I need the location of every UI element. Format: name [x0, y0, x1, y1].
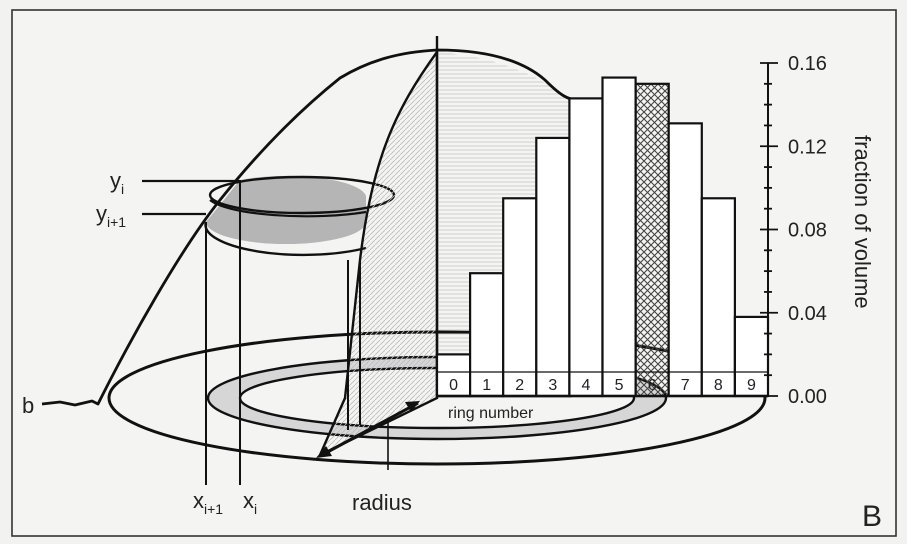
shell-band-shading [206, 175, 366, 244]
bar-ring-9 [733, 315, 770, 398]
y-tick-label: 0.16 [788, 53, 827, 75]
ring-tick-label-1: 1 [482, 377, 491, 394]
y-tick-group: 0.00 0.04 0.08 0.12 0.16 [760, 53, 827, 408]
xi1-label: xi+1 [193, 488, 223, 517]
ring-tick-label-5: 5 [615, 377, 624, 394]
y-tick-label: 0.08 [788, 220, 827, 242]
y-tick-label: 0.12 [788, 136, 827, 158]
ring-tick-label-3: 3 [548, 377, 557, 394]
bar-ring-3 [535, 136, 571, 398]
yi1-label: yi+1 [96, 201, 126, 230]
ring-tick-label-6: 6 [648, 377, 657, 394]
ring-tick-label-9: 9 [747, 377, 756, 394]
b-marker-label: b [22, 393, 34, 418]
bar-ring-7 [667, 122, 703, 398]
xi-label: xi [243, 488, 257, 517]
bar-ring-6 [634, 82, 670, 398]
radial-slice [317, 48, 439, 458]
bar-ring-4 [568, 97, 604, 398]
ring-tick-label-4: 4 [581, 377, 590, 394]
ring-number-label: ring number [448, 405, 534, 422]
bar-ring-2 [502, 197, 538, 398]
radius-label: radius [352, 490, 412, 515]
bar-ring-0 [435, 353, 472, 398]
y-tick-label: 0.00 [788, 386, 827, 408]
radius-arrowhead-inner [316, 446, 332, 458]
ring-tick-label-7: 7 [681, 377, 690, 394]
y-tick-label: 0.04 [788, 303, 827, 325]
ring-tick-label-8: 8 [714, 377, 723, 394]
shell-mid-edge [209, 199, 367, 218]
bar-label-group: 0 1 2 3 4 5 6 7 8 9 [437, 371, 768, 394]
y-axis-title: fraction of volume [850, 135, 875, 309]
bar-group [435, 76, 770, 398]
radius-arrowhead-outer [405, 401, 420, 412]
shell-lower-edge [204, 221, 367, 257]
ring-tick-label-2: 2 [515, 377, 524, 394]
bar-ring-1 [469, 272, 505, 398]
bar-ring-5 [601, 76, 637, 398]
profile-curve [41, 48, 579, 407]
bar-ring-8 [700, 197, 736, 398]
yi-label: yi [110, 168, 124, 197]
ring-tick-label-0: 0 [449, 377, 458, 394]
radius-arrow-line [321, 401, 419, 457]
panel-letter: B [862, 500, 882, 533]
